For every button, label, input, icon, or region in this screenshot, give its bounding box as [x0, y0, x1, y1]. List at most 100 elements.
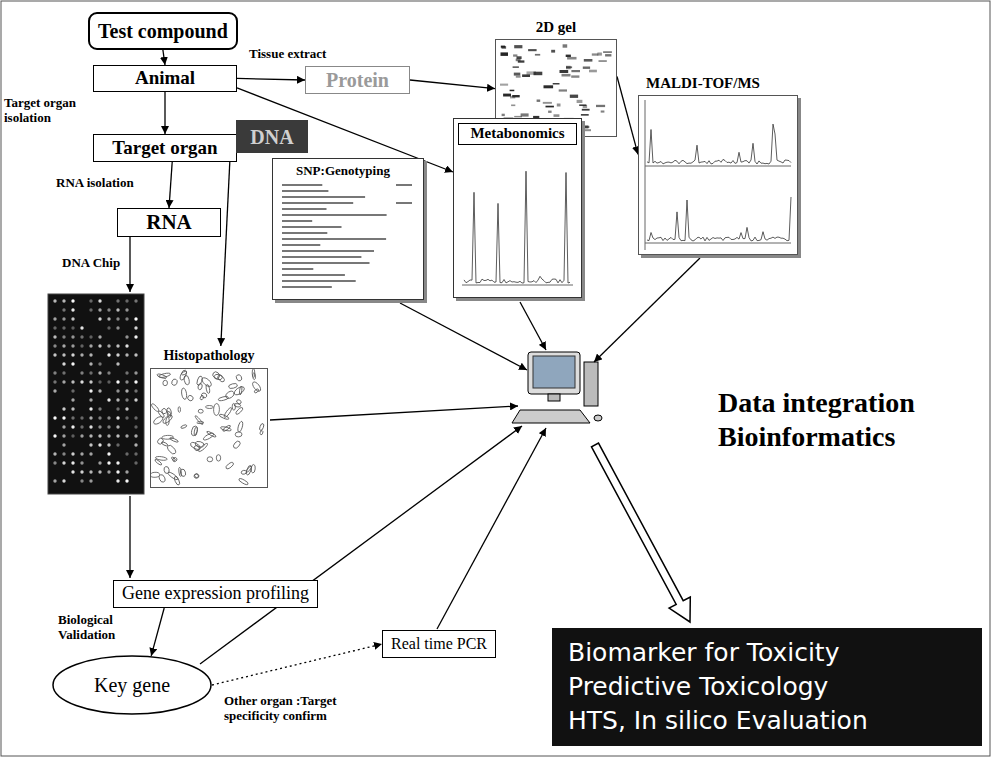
- cell-shape: [171, 378, 178, 386]
- nmr-spectrum: [464, 171, 570, 283]
- gel-spot: [510, 90, 515, 92]
- chip-spot: [80, 353, 83, 356]
- chip-spot: [98, 416, 101, 419]
- cell-shape: [183, 375, 190, 385]
- gel-spot: [563, 44, 568, 47]
- sequence-line: [282, 196, 365, 198]
- gel-spot: [516, 76, 521, 78]
- chip-spot: [89, 380, 92, 383]
- chip-spot: [89, 371, 92, 374]
- gel-spot: [581, 114, 589, 116]
- chip-spot: [53, 317, 56, 320]
- sequence-line: [282, 208, 327, 210]
- chip-spot: [125, 434, 128, 437]
- computer-icon: [512, 352, 602, 423]
- gel-spot: [500, 84, 508, 86]
- box-label: Animal: [135, 68, 195, 89]
- gel-spot: [544, 85, 554, 88]
- chip-spot: [125, 470, 128, 473]
- chip-spot: [89, 452, 92, 455]
- cell-shape: [251, 380, 262, 392]
- mass-spectrum: [647, 124, 791, 164]
- sequence-line: [282, 214, 387, 216]
- sequence-line: [282, 274, 345, 276]
- chip-spot: [89, 425, 92, 428]
- sequence-line: [282, 184, 322, 186]
- chip-spot: [116, 353, 119, 356]
- chip-spot: [125, 398, 128, 401]
- histopathology-panel: Histopathology: [150, 346, 268, 488]
- cell-shape: [163, 380, 168, 386]
- gel-spot: [543, 102, 552, 104]
- chip-spot: [89, 335, 92, 338]
- result-line: Predictive Toxicology: [568, 670, 966, 704]
- chip-spot: [125, 452, 128, 455]
- chip-spot: [98, 308, 101, 311]
- connector-arrow: [237, 78, 305, 80]
- gel-spot: [571, 70, 580, 72]
- chip-spot: [62, 452, 65, 455]
- chip-spot: [62, 344, 65, 347]
- gel-spot: [501, 52, 509, 56]
- chip-spot: [125, 371, 128, 374]
- chip-spot: [62, 308, 65, 311]
- edge-label: RNA isolation: [54, 176, 136, 191]
- cell-shape: [235, 374, 242, 382]
- chip-spot: [53, 434, 56, 437]
- sequence-line: [282, 226, 342, 228]
- panel-heading: Histopathology: [150, 348, 268, 365]
- chip-spot: [125, 353, 128, 356]
- snp-panel: SNP:Genotyping: [272, 158, 424, 300]
- nmr-image: [458, 149, 577, 293]
- gel-spot: [583, 125, 589, 128]
- gel-spot: [501, 46, 505, 48]
- chip-spot: [98, 434, 101, 437]
- chip-spot: [98, 461, 101, 464]
- chip-spot: [71, 380, 74, 383]
- ellipse-shape: [53, 656, 211, 714]
- chip-spot: [53, 461, 56, 464]
- chip-spot: [98, 344, 101, 347]
- chip-spot: [89, 443, 92, 446]
- chip-spot: [107, 398, 110, 401]
- cell-shape: [260, 430, 264, 435]
- box-label: Test compound: [98, 20, 228, 42]
- chip-spot: [107, 434, 110, 437]
- heading-label: Data integration Bioinformatics: [718, 386, 953, 453]
- cell-shape: [162, 435, 174, 439]
- key-gene-ellipse: Key gene: [52, 655, 212, 715]
- chip-spot: [53, 353, 56, 356]
- chip-spot: [89, 353, 92, 356]
- panel-heading: 2D gel: [495, 18, 617, 36]
- cell-shape: [223, 407, 232, 418]
- cell-shape: [163, 466, 169, 474]
- chip-spot: [80, 371, 83, 374]
- gel-spot: [583, 67, 590, 69]
- cell-shape: [225, 461, 234, 469]
- edge-label: Biological Validation: [56, 613, 142, 643]
- chip-spot: [71, 470, 74, 473]
- chip-spot: [116, 380, 119, 383]
- gel-spot: [596, 105, 605, 107]
- gel-spot: [522, 74, 530, 77]
- cell-shape: [165, 417, 169, 425]
- gel-spot: [534, 72, 543, 76]
- chip-spot: [62, 362, 65, 365]
- cell-shape: [234, 403, 241, 407]
- chip-spot: [62, 479, 65, 482]
- chip-spot: [62, 299, 65, 302]
- chip-spot: [98, 371, 101, 374]
- cell-shape: [178, 406, 181, 412]
- gel-spot: [601, 111, 605, 113]
- chip-spot: [98, 335, 101, 338]
- box-label: DNA: [250, 126, 293, 148]
- chip-spot: [80, 335, 83, 338]
- chip-spot: [89, 398, 92, 401]
- box-label: Gene expression profiling: [122, 584, 309, 604]
- cell-shape: [235, 431, 242, 437]
- cell-shape: [233, 385, 246, 396]
- chip-spot: [80, 416, 83, 419]
- chip-spot: [62, 416, 65, 419]
- arrow-label: DNA Chip: [62, 256, 120, 271]
